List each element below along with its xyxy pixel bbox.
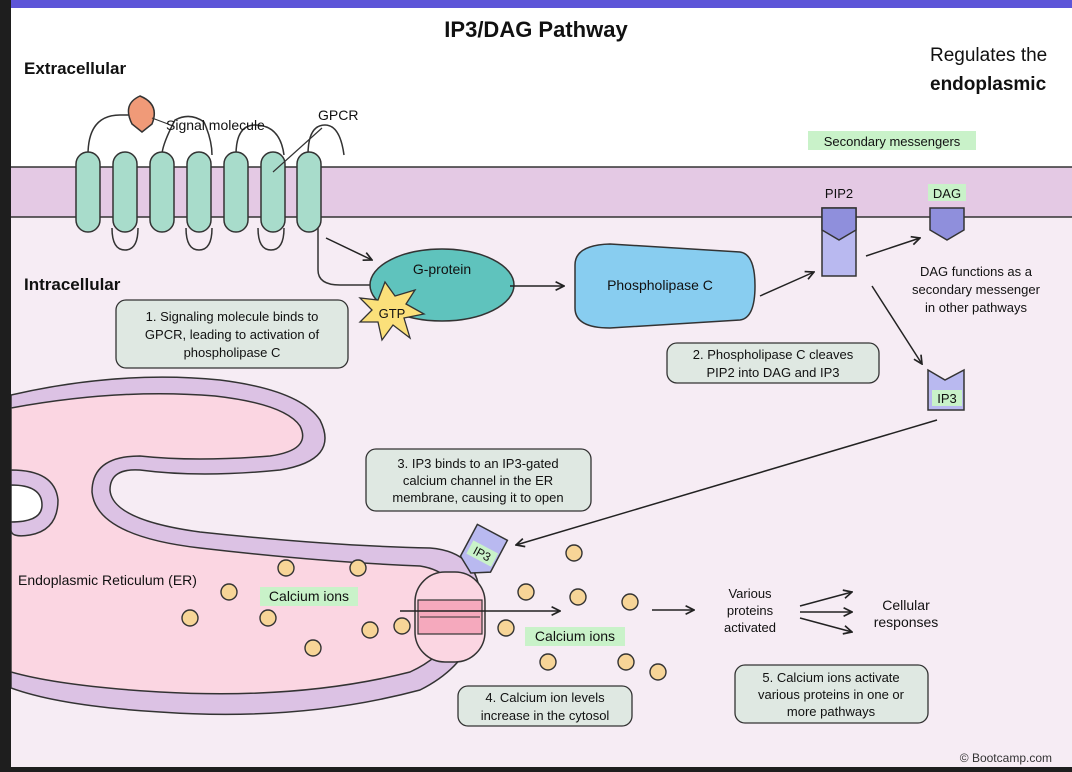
calcium-ions-cytosol-label: Calcium ions bbox=[535, 628, 615, 644]
er-label: Endoplasmic Reticulum (ER) bbox=[18, 572, 197, 588]
dag-note-line3: in other pathways bbox=[925, 300, 1027, 315]
calcium-ions bbox=[181, 544, 667, 681]
extracellular-label: Extracellular bbox=[24, 59, 126, 78]
various-proteins-line3: activated bbox=[724, 620, 776, 635]
step-1-line1: 1. Signaling molecule binds to bbox=[146, 309, 319, 324]
diagram-title: IP3/DAG Pathway bbox=[444, 17, 628, 42]
gtp-label: GTP bbox=[379, 306, 406, 321]
gtp-starburst bbox=[358, 280, 426, 342]
step-2-note: 2. Phospholipase C cleaves PIP2 into DAG… bbox=[666, 342, 880, 384]
various-proteins-line2: proteins bbox=[727, 603, 774, 618]
dag-note-line1: DAG functions as a bbox=[920, 264, 1033, 279]
step-5-line3: more pathways bbox=[787, 704, 876, 719]
ip3-highlight bbox=[932, 390, 962, 406]
dag-note-line2: secondary messenger bbox=[912, 282, 1041, 297]
dag-highlight bbox=[928, 184, 966, 201]
phospholipase-c bbox=[574, 243, 756, 329]
gpcr-label: GPCR bbox=[318, 107, 358, 123]
signal-molecule-shape bbox=[127, 95, 155, 133]
g-protein-label: G-protein bbox=[413, 261, 471, 277]
calcium-ions-er-highlight bbox=[260, 587, 358, 606]
step-3-line3: membrane, causing it to open bbox=[392, 490, 563, 505]
ip3-gated-calcium-channel bbox=[414, 571, 486, 663]
step-4-line1: 4. Calcium ion levels bbox=[485, 690, 605, 705]
secondary-messengers-label: Secondary messengers bbox=[824, 134, 961, 149]
top-accent-bar bbox=[11, 0, 1072, 8]
step-3-line2: calcium channel in the ER bbox=[403, 473, 553, 488]
cellular-responses-line1: Cellular bbox=[882, 597, 930, 613]
calcium-ions-er-label: Calcium ions bbox=[269, 588, 349, 604]
secondary-messengers-highlight bbox=[808, 131, 976, 150]
gpcr-helices bbox=[75, 151, 322, 233]
step-1-note: 1. Signaling molecule binds to GPCR, lea… bbox=[115, 299, 349, 369]
calcium-ions-cytosol-highlight bbox=[525, 627, 625, 646]
pip2-label: PIP2 bbox=[825, 186, 853, 201]
signal-molecule-label: Signal molecule bbox=[166, 117, 265, 133]
step-3-note: 3. IP3 binds to an IP3-gated calcium cha… bbox=[365, 448, 592, 512]
phospholipase-c-label: Phospholipase C bbox=[607, 277, 713, 293]
regulates-text-line2: endoplasmic bbox=[930, 74, 1047, 95]
step-5-line2: various proteins in one or bbox=[758, 687, 905, 702]
step-4-note: 4. Calcium ion levels increase in the cy… bbox=[457, 685, 633, 727]
pip2-molecule bbox=[821, 207, 857, 277]
step-5-note: 5. Calcium ions activate various protein… bbox=[734, 664, 929, 724]
step-5-line1: 5. Calcium ions activate bbox=[762, 670, 899, 685]
regulates-text-line1: Regulates the bbox=[930, 45, 1047, 66]
step-2-line1: 2. Phospholipase C cleaves bbox=[693, 347, 854, 362]
bound-ip3-molecule: IP3 bbox=[459, 523, 509, 574]
gpcr-receptor bbox=[87, 114, 372, 286]
step-3-line1: 3. IP3 binds to an IP3-gated bbox=[397, 456, 558, 471]
copyright-text: © Bootcamp.com bbox=[960, 751, 1052, 765]
ip3-label: IP3 bbox=[937, 391, 957, 406]
various-proteins-line1: Various bbox=[728, 586, 772, 601]
step-1-line2: GPCR, leading to activation of bbox=[145, 327, 320, 342]
step-1-line3: phospholipase C bbox=[184, 345, 281, 360]
dag-label: DAG bbox=[933, 186, 961, 201]
intracellular-label: Intracellular bbox=[24, 275, 121, 294]
step-4-line2: increase in the cytosol bbox=[481, 708, 610, 723]
dag-molecule bbox=[929, 207, 965, 241]
step-2-line2: PIP2 into DAG and IP3 bbox=[707, 365, 840, 380]
cellular-responses-line2: responses bbox=[874, 614, 939, 630]
